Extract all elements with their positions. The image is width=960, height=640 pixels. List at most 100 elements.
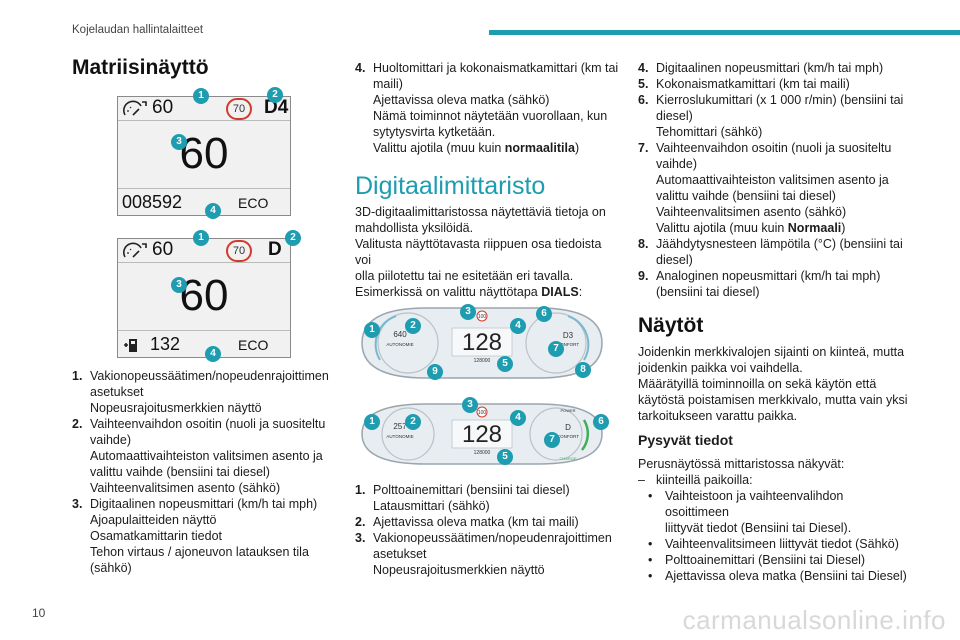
item-line: Automaattivaihteiston valitsimen asento … <box>656 173 889 187</box>
callout-4: 4 <box>205 346 221 362</box>
bullet-item: •Vaihteenvalitsimeen liittyvät tiedot (S… <box>638 536 908 552</box>
paragraph-line: Huoltomittari ja kokonaismatkamittari (k… <box>373 61 619 75</box>
item-line: Vaihteenvaihdon osoitin (nuoli ja suosit… <box>656 141 892 155</box>
item-line: Polttoainemittari (bensiini tai diesel) <box>373 483 570 497</box>
matrix-section-title: Matriisinäyttö <box>72 56 209 79</box>
column-displays: 4. Digitaalinen nopeusmittari (km/h tai m… <box>638 60 908 584</box>
item-line: Osamatkamittarin tiedot <box>90 529 222 543</box>
text-span: Valittu ajotila (muu kuin <box>656 221 788 235</box>
callout-9: 9 <box>427 364 443 380</box>
item-line: Digitaalinen nopeusmittari (km/h tai mph… <box>656 61 884 75</box>
cluster-limit: 100 <box>478 314 487 320</box>
list-item: 3.Vakionopeussäätimen/nopeudenrajoittime… <box>355 530 620 578</box>
list-item: 4. Digitaalinen nopeusmittari (km/h tai m… <box>638 60 908 76</box>
cluster-gear: D <box>565 423 571 432</box>
paragraph-line: Nämä toiminnot näytetään vuorollaan, kun <box>373 109 608 123</box>
digital-section-title: Digitaalimittaristo <box>355 172 546 200</box>
item-number: 2. <box>355 515 366 529</box>
item-line: Ajoapulaitteiden näyttö <box>90 513 217 527</box>
matrix-legend-list: 1. Vakionopeussäätimen/nopeudenrajoittime… <box>72 368 332 576</box>
item-line: Vaihteenvaihdon osoitin (nuoli ja suosit… <box>90 417 326 431</box>
item-line: diesel) <box>656 253 693 267</box>
callout-4: 4 <box>510 318 526 334</box>
cluster-drive-mode: CONFORT <box>557 342 579 347</box>
bold-text: Normaali <box>787 221 842 235</box>
gear-indicator: D4 <box>264 97 289 118</box>
item-line: vaihde) <box>90 433 131 447</box>
bullet-mark: • <box>648 553 653 567</box>
item-number: 1. <box>72 369 83 383</box>
item-line: Kierroslukumittari (x 1 000 r/min) (bens… <box>656 93 904 107</box>
bold-text: DIALS <box>541 285 579 299</box>
item-line: Analoginen nopeusmittari (km/h tai mph) <box>656 269 881 283</box>
bullet-line: Polttoainemittari (Bensiini tai Diesel) <box>665 553 866 567</box>
callout-3: 3 <box>171 134 187 150</box>
item-line: Vaihteenvalitsimen asento (sähkö) <box>656 205 847 219</box>
item4-list: 4. Huoltomittari ja kokonaismatkamittari… <box>355 60 620 156</box>
item-line: Vakionopeussäätimen/nopeudenrajoittimen <box>90 369 329 383</box>
cluster-range-label: AUTONOMIE <box>386 434 413 439</box>
bullet-mark: • <box>648 569 653 583</box>
item-number: 3. <box>355 531 366 545</box>
naytot-title: Näytöt <box>638 314 704 337</box>
item-line: Kokonaismatkamittari (km tai maili) <box>656 77 850 91</box>
callout-3: 3 <box>171 277 187 293</box>
item-line: Vaihteenvalitsimen asento (sähkö) <box>90 481 281 495</box>
cluster-gear: D3 <box>563 331 574 340</box>
item-line: valittu vaihde (bensiini tai diesel) <box>90 465 270 479</box>
item-line: asetukset <box>90 385 144 399</box>
list-item: 1. Vakionopeussäätimen/nopeudenrajoittime… <box>72 368 332 416</box>
callout-5: 5 <box>497 449 513 465</box>
paragraph-line: olla piilotettu tai ne esitetään eri tav… <box>355 269 574 283</box>
item-line: Valittu ajotila (muu kuin normaalitila) <box>373 140 620 156</box>
drive-mode: ECO <box>238 337 269 353</box>
bullet-list: • Vaihteistoon ja vaihteenvalihdon osoitt… <box>638 488 908 584</box>
paragraph-line: Valitusta näyttötavasta riippuen osa tie… <box>355 237 602 267</box>
list-item: 9.Analoginen nopeusmittari (km/h tai mph… <box>638 268 908 300</box>
pysyvat-title: Pysyvät tiedot <box>638 432 733 448</box>
gear-indicator: D <box>268 239 282 260</box>
item-line: Ajettavissa oleva matka (km tai maili) <box>373 515 579 529</box>
divider <box>118 188 290 189</box>
item-line: Latausmittari (sähkö) <box>373 499 490 513</box>
callout-8: 8 <box>575 362 591 378</box>
item-number: 4. <box>638 61 649 75</box>
callout-2: 2 <box>405 414 421 430</box>
list-item: 5.Kokonaismatkamittari (km tai maili) <box>638 76 908 92</box>
cluster-speed: 128 <box>462 421 502 448</box>
callout-2: 2 <box>267 87 283 103</box>
digital-speed: 60 <box>179 271 229 320</box>
dials-line: Esimerkissä on valittu näyttötapa DIALS: <box>355 284 620 300</box>
list-item: 2. Ajettavissa oleva matka (km tai maili) <box>355 514 620 530</box>
item-number: 6. <box>638 93 649 107</box>
limit-sign: 70 <box>226 98 252 120</box>
item-line: Automaattivaihteiston valitsimen asento … <box>90 449 323 463</box>
speed-limit-icon <box>123 100 147 116</box>
list-item: 3.Digitaalinen nopeusmittari (km/h tai m… <box>72 496 332 576</box>
item-line: Jäähdytysnesteen lämpötila (°C) (bensiin… <box>656 237 903 251</box>
divider <box>118 330 290 331</box>
paragraph-line: joidenkin paikka voi vaihdella. <box>638 361 803 375</box>
bullet-item: •Vaihteistoon ja vaihteenvalihdon osoitt… <box>638 488 908 536</box>
spacer <box>638 424 908 432</box>
cluster-speed: 128 <box>462 329 502 356</box>
bullet-line: Vaihteistoon ja vaihteenvalihdon osoitti… <box>665 489 844 519</box>
paragraph-line: Joidenkin merkkivalojen sijainti on kiin… <box>638 345 905 359</box>
item-lines: Huoltomittari ja kokonaismatkamittari (k… <box>373 60 620 140</box>
digital-cluster-1: 100 128 128000 640 AUTONOMIE D3 CONFORT <box>361 307 603 379</box>
dash-item: – kiinteillä paikoilla: <box>638 472 908 488</box>
callout-3: 3 <box>460 304 476 320</box>
callout-1: 1 <box>193 230 209 246</box>
item-number: 4. <box>355 61 366 75</box>
bullet-item: • Polttoainemittari (Bensiini tai Diesel) <box>638 552 908 568</box>
list-item: 7.Vaihteenvaihdon osoitin (nuoli ja suos… <box>638 140 908 236</box>
paragraph-line: 3D-digitaalimittaristossa näytettäviä ti… <box>355 205 606 219</box>
paragraph-line: käytöstä poistamisen merkkivalo, mutta v… <box>638 393 908 407</box>
item-line: (sähkö) <box>90 561 132 575</box>
pysyvat-intro: Perusnäytössä mittaristossa näkyvät: <box>638 457 845 471</box>
item-line: valittu vaihde (bensiini tai diesel) <box>656 189 836 203</box>
matrix-display-1: 60 70 D4 60 008592 ECO <box>117 96 291 216</box>
callout-4: 4 <box>205 203 221 219</box>
item-line: diesel) <box>656 109 693 123</box>
text-span: ) <box>574 141 580 155</box>
